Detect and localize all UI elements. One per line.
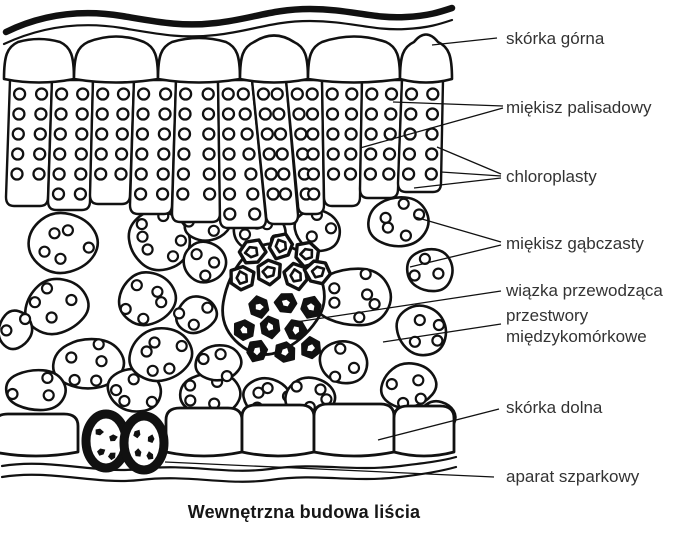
lower-cuticle-wavy-line xyxy=(0,455,458,483)
upper-epidermis-cells xyxy=(2,33,454,84)
upper-cuticle-wavy-line xyxy=(2,4,456,46)
label-miekisz-gabczasty: miękisz gąbczasty xyxy=(506,234,644,253)
palisade-mesophyll-cells xyxy=(4,78,445,230)
figure-caption: Wewnętrzna budowa liścia xyxy=(187,502,421,522)
label-skorka-dolna: skórka dolna xyxy=(506,398,603,417)
label-skorka-gorna: skórka górna xyxy=(506,29,605,48)
label-wiazka-przewodzaca: wiązka przewodząca xyxy=(506,281,663,300)
stomatal-apparatus-drawing xyxy=(81,409,169,475)
label-przestwory-miedzykomorkowe: przestwory międzykomórkowe xyxy=(506,306,647,347)
label-miekisz-palisadowy: miękisz palisadowy xyxy=(506,98,652,117)
lower-epidermis-cells xyxy=(0,402,456,458)
leader-lines xyxy=(164,37,504,478)
label-chloroplasty: chloroplasty xyxy=(506,167,597,186)
vascular-bundle xyxy=(221,232,333,363)
label-aparat-szparkowy: aparat szparkowy xyxy=(506,467,640,486)
